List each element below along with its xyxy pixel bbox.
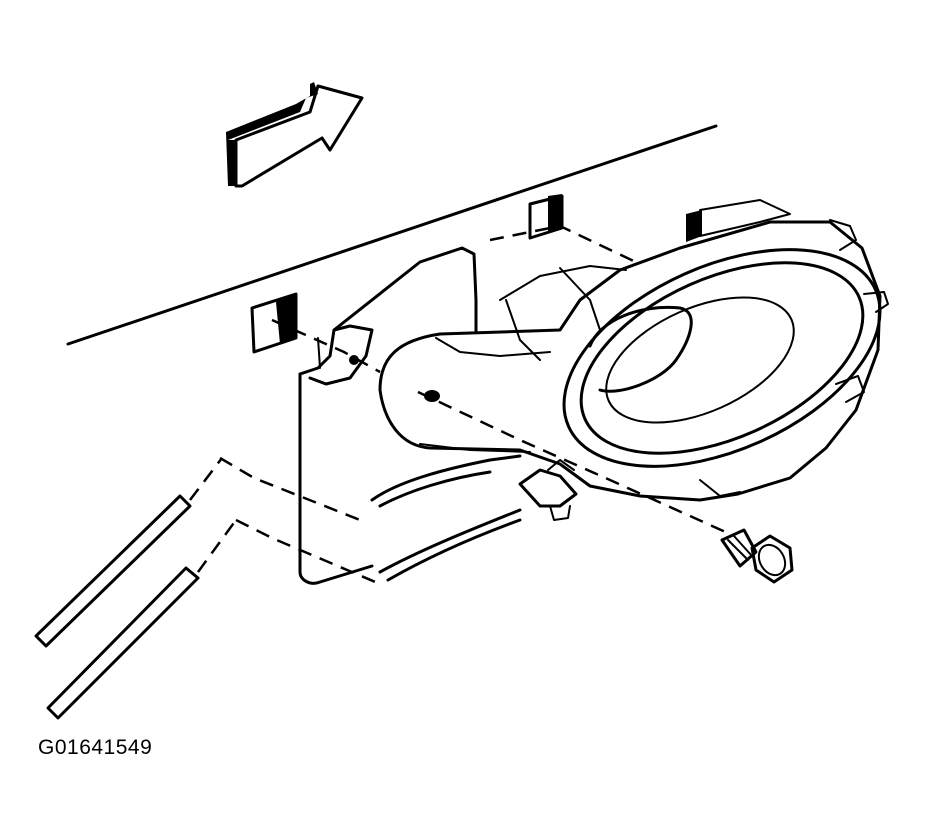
lower-mount-slot xyxy=(250,292,298,354)
bumper-edge-line xyxy=(66,124,718,346)
mounting-rods xyxy=(34,457,238,720)
alignment-lines xyxy=(219,224,731,586)
electrical-connector xyxy=(370,454,578,582)
fog-lamp-lens xyxy=(562,248,882,468)
arrow-icon xyxy=(226,82,364,188)
fog-lamp-housing xyxy=(378,199,889,502)
mounting-bracket xyxy=(298,246,478,585)
figure-code: G01641549 xyxy=(38,736,153,759)
upper-mount-slot xyxy=(528,194,564,240)
bolt-icon xyxy=(720,528,794,584)
